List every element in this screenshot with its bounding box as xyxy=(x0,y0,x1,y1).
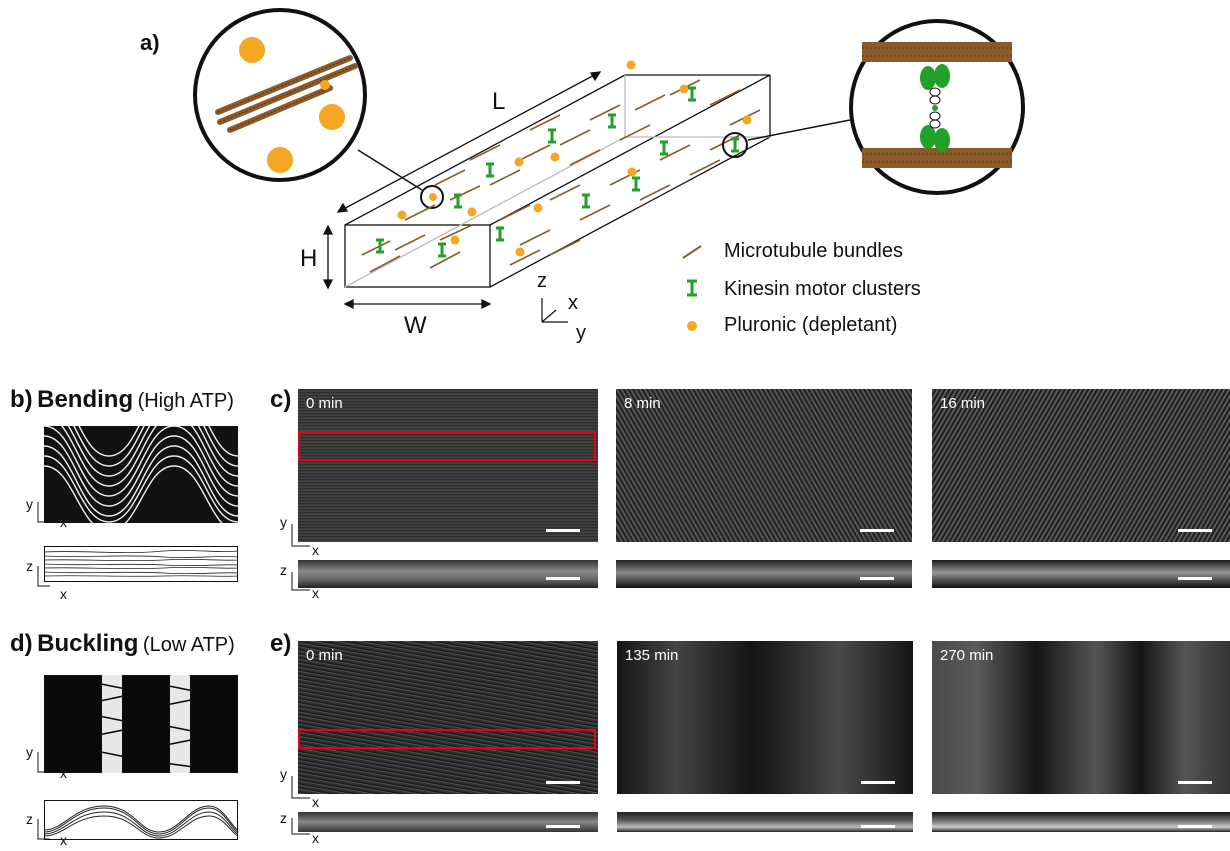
axis-label-z: z xyxy=(537,270,547,292)
panel-e-top-axis-x: x xyxy=(312,794,319,810)
time-label-c-8: 8 min xyxy=(624,395,661,412)
legend-label-pluronic: Pluronic (depletant) xyxy=(724,314,898,336)
sideview-c-0min xyxy=(298,560,598,588)
buckling-simulation-xz xyxy=(44,800,238,840)
sideview-e-270min xyxy=(932,812,1230,832)
channel-box xyxy=(344,74,771,288)
zoom-circle-kinesin xyxy=(849,19,1025,195)
connector-line-left xyxy=(357,149,423,191)
scale-bar xyxy=(1178,781,1212,784)
micrograph-e-135min: 135 min xyxy=(617,641,913,794)
panel-b-top-axes-icon xyxy=(37,502,50,523)
panel-d-bottom-axis-z: z xyxy=(26,811,33,827)
micrograph-c-16min: 16 min xyxy=(932,389,1230,542)
panel-c-bottom-axis-x: x xyxy=(312,585,319,601)
zoom-circle-microtubules xyxy=(193,8,367,182)
channel-schematic xyxy=(193,8,1025,323)
panel-d-top-axis-x: x xyxy=(60,765,67,781)
micrograph-e-270min: 270 min xyxy=(932,641,1230,794)
panel-b-subtitle: (High ATP) xyxy=(137,390,234,412)
scale-bar xyxy=(546,529,580,532)
legend-microtubule-icon xyxy=(682,245,702,259)
panel-d-subtitle: (Low ATP) xyxy=(142,634,235,656)
scale-bar xyxy=(546,781,580,784)
buckling-simulation-xy xyxy=(44,675,238,773)
panel-d-top-axes-icon xyxy=(37,752,50,773)
panel-b-bottom-axis-z: z xyxy=(26,558,33,574)
time-label-e-270: 270 min xyxy=(940,647,994,664)
panel-e-bottom-axes-icon xyxy=(291,818,310,835)
scale-bar xyxy=(1178,577,1212,580)
scale-bar xyxy=(860,577,894,580)
panel-c-label: c) xyxy=(270,386,292,413)
panel-b-top-axis-x: x xyxy=(60,514,67,530)
micrograph-c-8min: 8 min xyxy=(616,389,912,542)
time-label-e-135: 135 min xyxy=(625,647,679,664)
panel-c-bottom-axis-z: z xyxy=(280,562,287,578)
panel-e-top-axes-icon xyxy=(291,776,310,799)
sideview-c-8min xyxy=(616,560,912,588)
roi-box-e xyxy=(298,729,596,749)
panel-b-heading: b) Bending (High ATP) xyxy=(10,386,234,414)
scale-bar xyxy=(546,577,580,580)
time-label-c-16: 16 min xyxy=(940,395,986,412)
scale-bar xyxy=(860,529,894,532)
panel-e-label: e) xyxy=(270,630,292,657)
panel-d-bottom-axis-x: x xyxy=(60,832,67,848)
micrograph-e-0min: 0 min xyxy=(298,641,598,794)
panel-d-bottom-axes-icon xyxy=(37,819,50,840)
sideview-e-0min xyxy=(298,812,598,832)
scale-bar xyxy=(1178,529,1212,532)
legend-pluronic-icon xyxy=(687,321,697,331)
dimension-label-W: W xyxy=(404,312,427,339)
axis-label-y: y xyxy=(576,322,586,344)
scale-bar xyxy=(861,825,895,828)
bending-simulation-xy xyxy=(44,426,238,523)
kinesin-clusters xyxy=(376,86,739,258)
time-label-e-0: 0 min xyxy=(306,647,343,664)
micrograph-c-0min: 0 min xyxy=(298,389,598,542)
time-label-c-0: 0 min xyxy=(306,395,343,412)
roi-box-c xyxy=(298,431,596,461)
connector-line-right xyxy=(747,119,851,141)
scale-bar xyxy=(1178,825,1212,828)
panel-c-bottom-axes-icon xyxy=(291,572,310,591)
panel-b-top-axis-y: y xyxy=(26,496,33,512)
scale-bar xyxy=(546,825,580,828)
panel-e-top-axis-y: y xyxy=(280,766,287,782)
panel-d-label: d) xyxy=(10,630,33,657)
panel-d-title: Buckling xyxy=(37,630,139,657)
legend-kinesin-icon xyxy=(687,279,697,297)
panel-e-bottom-axis-x: x xyxy=(312,830,319,846)
pluronic-dots xyxy=(397,60,752,257)
panel-b-title: Bending xyxy=(37,386,134,413)
panel-b-bottom-axes-icon xyxy=(37,566,50,587)
scale-bar xyxy=(861,781,895,784)
panel-d-top-axis-y: y xyxy=(26,744,33,760)
panel-e-bottom-axis-z: z xyxy=(280,810,287,826)
dimension-label-L: L xyxy=(492,88,506,115)
panel-a-label: a) xyxy=(140,30,160,55)
panel-c-top-axes-icon xyxy=(291,524,310,547)
legend-label-kinesin: Kinesin motor clusters xyxy=(724,278,921,300)
panel-b-bottom-axis-x: x xyxy=(60,586,67,602)
panel-c-top-axis-x: x xyxy=(312,542,319,558)
xyz-axes xyxy=(541,298,568,323)
panel-d-heading: d) Buckling (Low ATP) xyxy=(10,630,235,658)
sideview-e-135min xyxy=(617,812,913,832)
panel-b-label: b) xyxy=(10,386,33,413)
panel-c-top-axis-y: y xyxy=(280,514,287,530)
highlight-circle-left xyxy=(420,185,444,209)
legend-label-microtubules: Microtubule bundles xyxy=(724,240,903,262)
sideview-c-16min xyxy=(932,560,1230,588)
highlight-circle-right xyxy=(722,132,748,158)
dimension-label-H: H xyxy=(300,245,318,272)
dimension-arrows xyxy=(322,71,602,310)
bending-simulation-xz xyxy=(44,546,238,582)
axis-label-x: x xyxy=(568,292,578,314)
